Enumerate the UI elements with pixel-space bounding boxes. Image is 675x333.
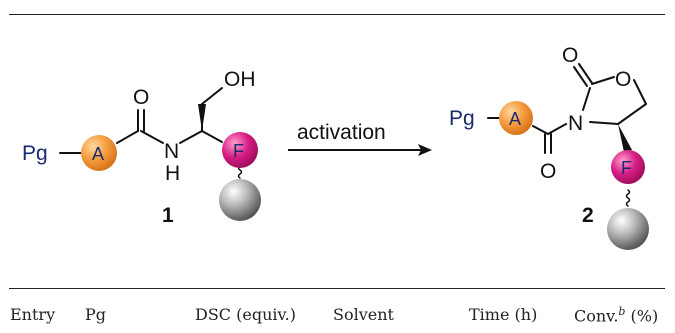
column-header-entry: Entry	[10, 305, 56, 324]
reactant-structure	[59, 87, 243, 179]
conv-unit: (%)	[625, 306, 659, 326]
arrow-label: activation	[297, 121, 386, 144]
pg-label-1: Pg	[22, 142, 48, 165]
column-header-conv: Conv.b (%)	[574, 305, 658, 325]
fluorophore-label-2: F	[621, 158, 632, 178]
column-header-time: Time (h)	[469, 305, 538, 324]
fluorophore-sphere-1	[222, 132, 258, 168]
product-structure	[487, 63, 647, 207]
compound-number-2: 2	[582, 204, 594, 227]
resin-bead-1	[219, 179, 261, 221]
table-header-rule	[9, 288, 665, 289]
amino-acid-label-1: A	[92, 144, 104, 164]
fluorophore-sphere-2	[611, 150, 645, 184]
amide-n-label-1: N	[164, 140, 179, 163]
conv-label: Conv.	[574, 306, 619, 326]
stereo-wedge-2	[618, 124, 632, 152]
conv-footnote-marker: b	[618, 305, 626, 318]
resin-bead-2	[607, 208, 649, 250]
hydroxyl-label-1: OH	[224, 68, 256, 91]
amino-acid-label-2: A	[509, 109, 521, 129]
amino-acid-sphere-1	[81, 135, 117, 171]
stereo-wedge-1	[198, 104, 206, 131]
ring-o-label: O	[615, 68, 631, 91]
table-top-rule	[9, 14, 665, 15]
fluorophore-label-1: F	[233, 141, 244, 161]
ring-n-label: N	[568, 112, 583, 135]
compound-number-1: 1	[162, 204, 174, 227]
reaction-scheme: Pg A O N H OH F 1 activation	[22, 44, 649, 250]
column-header-solvent: Solvent	[333, 305, 394, 324]
column-header-pg: Pg	[85, 305, 107, 324]
amino-acid-sphere-2	[499, 101, 533, 135]
carbonyl-o-label-2: O	[540, 160, 556, 183]
reaction-arrow	[288, 144, 432, 156]
carbonyl-o-label-1: O	[133, 86, 149, 109]
amide-h-label-1: H	[165, 162, 180, 185]
pg-label-2: Pg	[449, 107, 475, 130]
ring-carbonyl-o-label: O	[562, 44, 578, 67]
column-header-dsc: DSC (equiv.)	[195, 305, 296, 324]
